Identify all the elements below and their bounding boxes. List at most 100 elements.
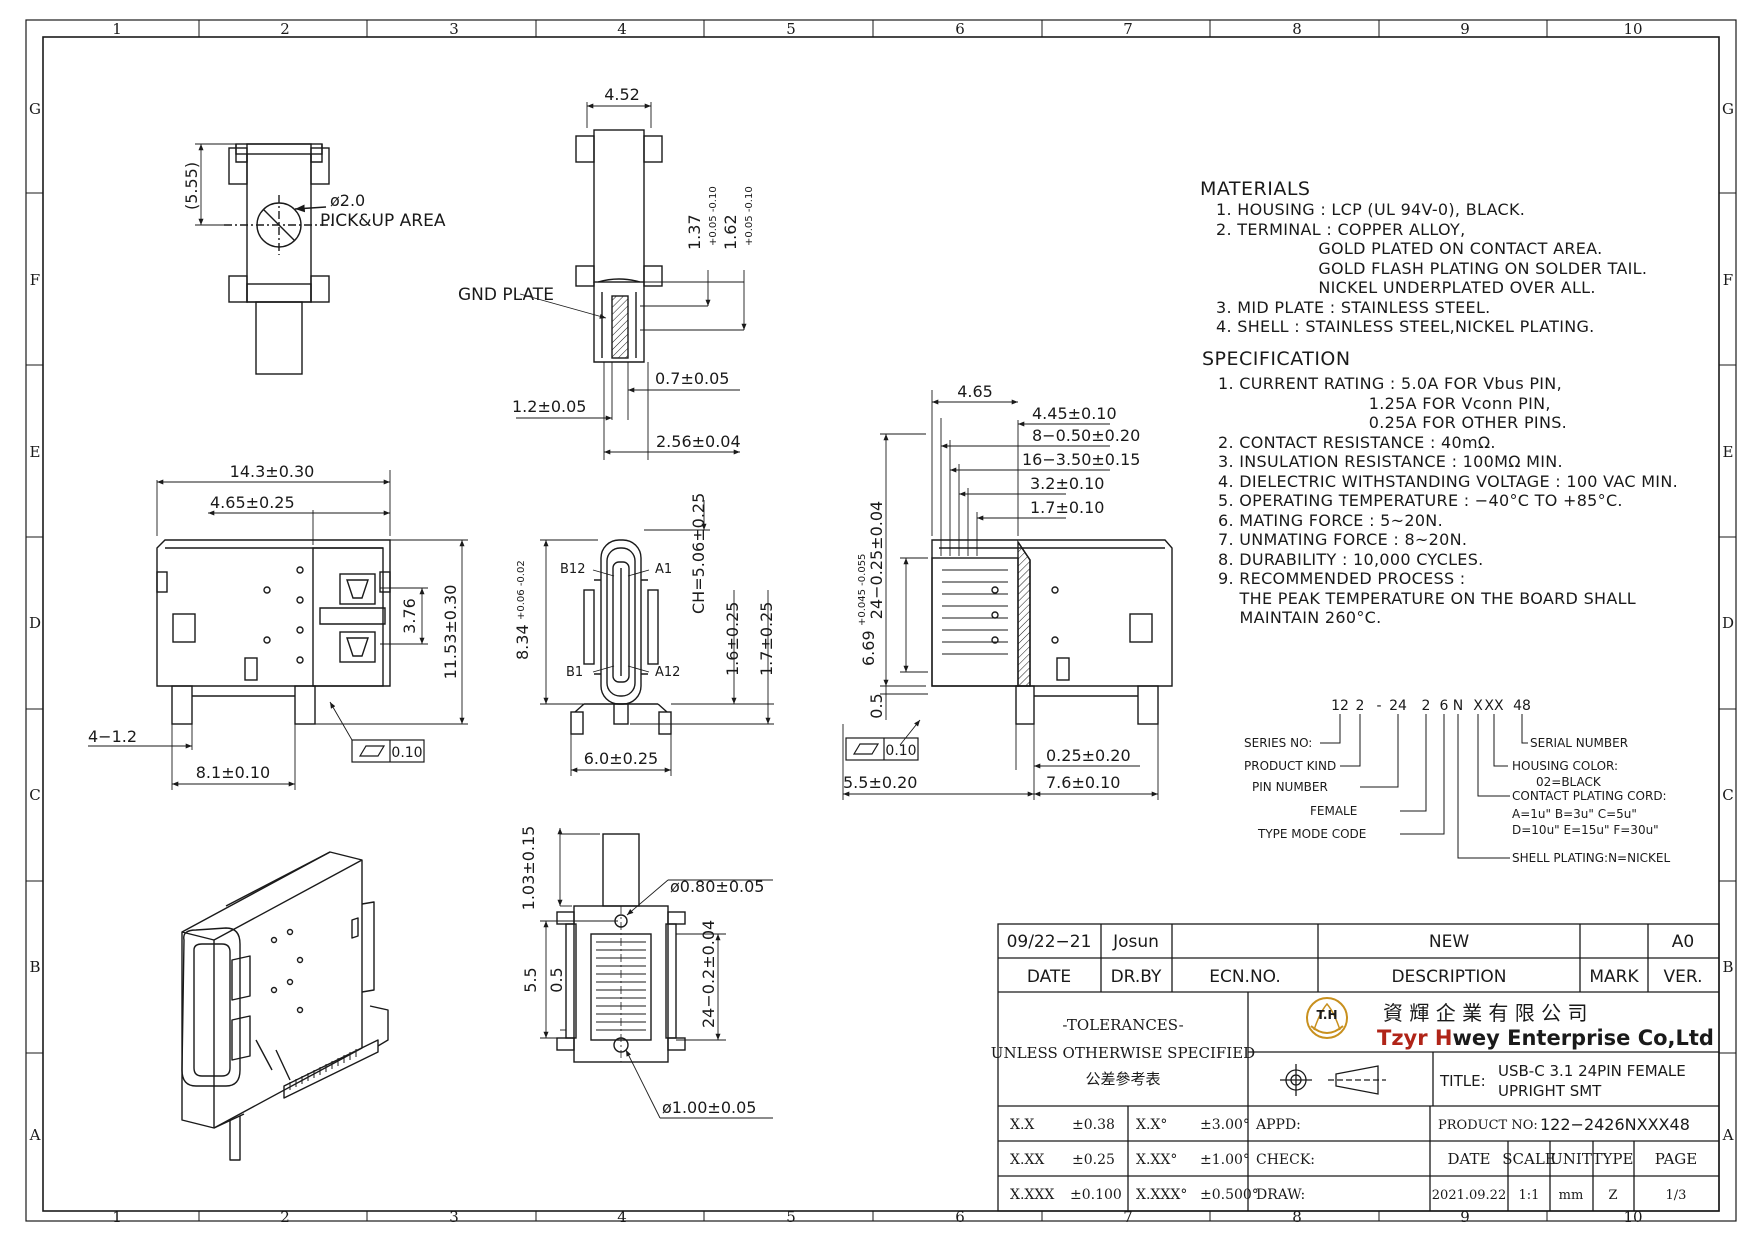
specification-line: THE PEAK TEMPERATURE ON THE BOARD SHALL — [1218, 588, 1637, 608]
product-no-label: PRODUCT NO: — [1438, 1118, 1538, 1133]
pn-pins: 24 — [1389, 698, 1407, 714]
flatness-value-right: 0.10 — [885, 743, 916, 759]
tol-row-2-a: X.XX — [1010, 1152, 1044, 1168]
pn-label-pin: PIN NUMBER — [1252, 780, 1328, 794]
tol-row-3-d: ±0.500° — [1200, 1187, 1259, 1203]
part-number-labels: SERIES NO: PRODUCT KIND PIN NUMBER FEMAL… — [1244, 736, 1670, 865]
pin-a12-label: A12 — [655, 665, 680, 680]
tol-row-3-b: ±0.100 — [1070, 1187, 1122, 1203]
dim-24-0-25: 24−0.25±0.04 — [867, 501, 886, 619]
specification-block: SPECIFICATION 1. CURRENT RATING : 5.0A F… — [1202, 348, 1678, 628]
rev-date-value: 09/22−21 — [1007, 932, 1092, 952]
end-view-labels: CH=5.06±0.25 B12 A1 B1 A12 8.34 +0.06 -0… — [513, 493, 776, 768]
dim-16-3-50: 16−3.50±0.15 — [1022, 450, 1140, 469]
grid-col-bottom-1: 1 — [112, 1208, 122, 1226]
grid-labels: 1 2 3 4 5 6 7 8 9 10 1 2 3 4 5 6 7 8 9 1… — [29, 20, 1734, 1226]
rev-date-header: DATE — [1027, 967, 1071, 987]
part-number-segments: 12 2 - 24 2 6 N X XX 48 — [1331, 698, 1531, 714]
draw-label: DRAW: — [1256, 1187, 1305, 1203]
dim-8-0-50: 8−0.50±0.20 — [1032, 426, 1140, 445]
dim-0-7: 0.7±0.05 — [655, 369, 729, 388]
dim-0-25: 0.25±0.20 — [1046, 746, 1131, 765]
dim-1-62: 1.62 — [721, 214, 740, 250]
materials-line: 1. HOUSING : LCP (UL 94V-0), BLACK. — [1216, 200, 1526, 219]
dim-1-37: 1.37 — [685, 214, 704, 250]
pn-type: 2 — [1422, 698, 1431, 714]
pn-series: 12 — [1331, 698, 1349, 714]
pn-label-plating-2: D=10u" E=15u" F=30u" — [1512, 823, 1659, 837]
side-top-labels: 4.52 1.37 +0.05 -0.10 1.62 +0.05 -0.10 G… — [458, 85, 755, 451]
grid-row-left-A: A — [29, 1126, 41, 1144]
specification-line: 9. RECOMMENDED PROCESS : — [1218, 569, 1466, 588]
dim-1-6: 1.6±0.25 — [723, 602, 742, 676]
tol-row-3-c: X.XXX° — [1136, 1187, 1187, 1203]
front-view-labels: 14.3±0.30 4.65±0.25 3.76 11.53±0.30 4−1.… — [88, 462, 460, 782]
dim-0-5-right: 0.5 — [867, 693, 886, 718]
front-view — [88, 470, 468, 790]
dim-dia-0-80: ø0.80±0.05 — [670, 877, 764, 896]
company-name-part-1: Tzyr — [1377, 1026, 1435, 1050]
title-line-1: USB-C 3.1 24PIN FEMALE — [1498, 1062, 1686, 1080]
specification-line: 4. DIELECTRIC WITHSTANDING VOLTAGE : 100… — [1218, 471, 1678, 491]
dim-1-7-right: 1.7±0.10 — [1030, 498, 1104, 517]
materials-line: 4. SHELL : STAINLESS STEEL,NICKEL PLATIN… — [1216, 317, 1595, 336]
dim-4-52: 4.52 — [604, 85, 640, 104]
pn-label-serial: SERIAL NUMBER — [1530, 736, 1628, 750]
materials-heading: MATERIALS — [1200, 178, 1311, 200]
dim-6-69: 6.69 — [859, 630, 878, 666]
dim-dia-1-00: ø1.00±0.05 — [662, 1098, 756, 1117]
bottom-view-labels: 1.03±0.15 ø0.80±0.05 5.5 0.5 24−0.2±0.04… — [519, 826, 764, 1117]
grid-row-left-C: C — [29, 786, 40, 804]
grid-col-top-3: 3 — [449, 20, 459, 38]
date-value-2: 2021.09.22 — [1432, 1188, 1506, 1203]
specification-line: 1. CURRENT RATING : 5.0A FOR Vbus PIN, — [1218, 374, 1562, 393]
dim-5-5-bottom: 5.5 — [521, 967, 540, 992]
company-name-part-3: wey Enterprise Co,Ltd — [1452, 1026, 1714, 1050]
title-label: TITLE: — [1439, 1072, 1486, 1090]
grid-col-bottom-4: 4 — [617, 1208, 627, 1226]
pin-b12-label: B12 — [560, 562, 585, 577]
specification-line: 6. MATING FORCE : 5~20N. — [1218, 510, 1443, 530]
rev-desc-header: DESCRIPTION — [1391, 967, 1506, 987]
grid-row-right-G: G — [1722, 100, 1734, 118]
dim-1-2: 1.2±0.05 — [512, 397, 586, 416]
dim-dia-2-0: ø2.0 — [330, 191, 365, 210]
tolerances-heading: -TOLERANCES- — [1062, 1016, 1183, 1034]
side-top-view — [516, 102, 747, 460]
pn-color: XX — [1484, 698, 1504, 714]
dim-8-34-tol: +0.06 -0.02 — [516, 560, 527, 620]
grid-row-right-F: F — [1723, 271, 1733, 289]
check-label: CHECK: — [1256, 1152, 1315, 1168]
grid-row-right-A: A — [1722, 1126, 1734, 1144]
dim-0-5-bottom: 0.5 — [547, 967, 566, 992]
grid-row-left-D: D — [29, 614, 41, 632]
top-view — [195, 143, 335, 375]
grid-row-right-D: D — [1722, 614, 1734, 632]
page-header: PAGE — [1655, 1150, 1697, 1168]
grid-col-top-2: 2 — [280, 20, 290, 38]
grid-col-top-5: 5 — [786, 20, 796, 38]
dim-ch-5-06: CH=5.06±0.25 — [689, 493, 708, 614]
product-number: 122−2426NXXX48 — [1540, 1115, 1690, 1134]
tol-row-2-d: ±1.00° — [1200, 1152, 1250, 1168]
grid-col-bottom-6: 6 — [955, 1208, 965, 1226]
date-header-2: DATE — [1448, 1150, 1491, 1168]
company-name-part-2: H — [1435, 1026, 1453, 1050]
dim-3-2: 3.2±0.10 — [1030, 474, 1104, 493]
grid-col-bottom-5: 5 — [786, 1208, 796, 1226]
specification-line: 2. CONTACT RESISTANCE : 40mΩ. — [1218, 432, 1496, 452]
grid-row-left-F: F — [30, 271, 40, 289]
pn-label-plating-1: A=1u" B=3u" C=5u" — [1512, 807, 1637, 821]
tol-row-3-a: X.XXX — [1010, 1187, 1054, 1203]
pn-label-female: FEMALE — [1310, 804, 1357, 818]
pick-up-area-label: PICK&UP AREA — [320, 211, 446, 231]
grid-col-top-4: 4 — [617, 20, 627, 38]
unit-header: UNIT — [1550, 1150, 1592, 1168]
specification-heading: SPECIFICATION — [1202, 348, 1351, 370]
top-view-labels: (5.55) ø2.0 PICK&UP AREA — [182, 162, 446, 231]
pn-serial: 48 — [1513, 698, 1531, 714]
dim-1-7: 1.7±0.25 — [757, 602, 776, 676]
part-number-decoder — [1320, 714, 1528, 859]
scale-header: SCALE — [1502, 1150, 1556, 1168]
